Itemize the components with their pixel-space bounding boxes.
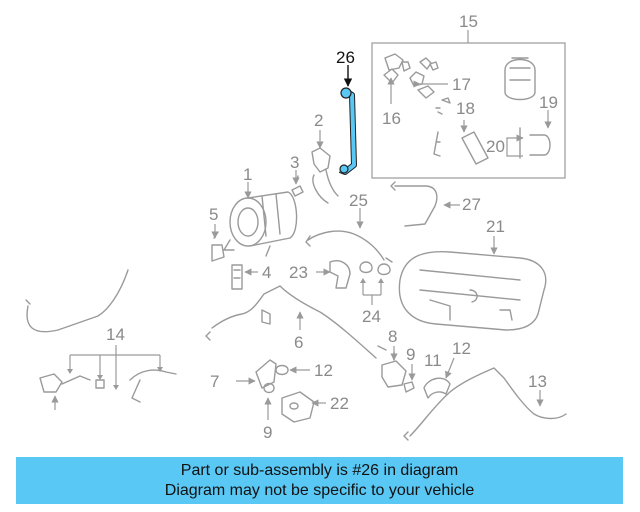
callout-9-a[interactable]: 9 [406,345,415,364]
callout-12-b[interactable]: 12 [314,361,333,380]
part-14-hose [25,269,129,333]
callout-12-a[interactable]: 12 [452,339,471,358]
part-21-tank [398,251,547,331]
part-24-clamps [359,261,391,276]
callout-11[interactable]: 11 [424,351,442,370]
part-9-gasket [263,381,415,394]
part-27-line [390,181,438,227]
callout-19[interactable]: 19 [539,93,558,112]
part-4-filter [231,264,243,290]
callout-14[interactable]: 14 [106,325,125,344]
part-12-ring [275,364,289,376]
callout-15[interactable]: 15 [459,12,478,31]
callout-26[interactable]: 26 [336,48,355,67]
callout-5[interactable]: 5 [209,205,218,224]
caption-line-2: Diagram may not be specific to your vehi… [164,481,475,499]
callout-17[interactable]: 17 [452,75,471,94]
part-26-hose[interactable] [338,87,357,175]
part-10-bracket [255,359,277,389]
callout-23[interactable]: 23 [289,263,308,282]
caption-banner: Part or sub-assembly is #26 in diagram D… [16,457,623,504]
callout-22[interactable]: 13 [528,372,547,391]
callout-3[interactable]: 3 [290,153,299,172]
callout-2[interactable]: 2 [314,111,323,130]
callout-27[interactable]: 27 [462,195,481,214]
callout-9-b[interactable]: 9 [263,423,272,442]
callout-21[interactable]: 21 [486,217,505,236]
callout-1[interactable]: 1 [243,165,252,184]
part-1-air-pump [223,191,298,257]
part-6-pipe [205,285,387,359]
part-2-bracket [311,147,339,204]
parts-diagram: 26 15 17 16 18 19 20 2 3 1 27 5 25 21 4 … [25,12,567,442]
callout-8[interactable]: 8 [388,327,397,346]
part-7-valve [281,391,315,423]
part-3-screw [291,175,304,197]
part-11-elbow [423,377,451,399]
callout-16[interactable]: 16 [382,109,401,128]
callout-10[interactable]: 7 [210,372,219,391]
callout-7[interactable]: 22 [330,394,349,413]
callout-24[interactable]: 24 [362,307,381,326]
part-23-elbow [329,260,351,289]
callout-18[interactable]: 18 [456,99,475,118]
caption-line-1: Part or sub-assembly is #26 in diagram [180,461,459,479]
callout-4[interactable]: 4 [262,263,271,282]
part-22-pipe [403,367,567,441]
part-5-clip [211,231,225,262]
callout-6[interactable]: 6 [294,333,303,352]
part-25-hose [305,230,393,263]
callout-20[interactable]: 20 [486,137,505,156]
callout-25[interactable]: 25 [349,191,368,210]
